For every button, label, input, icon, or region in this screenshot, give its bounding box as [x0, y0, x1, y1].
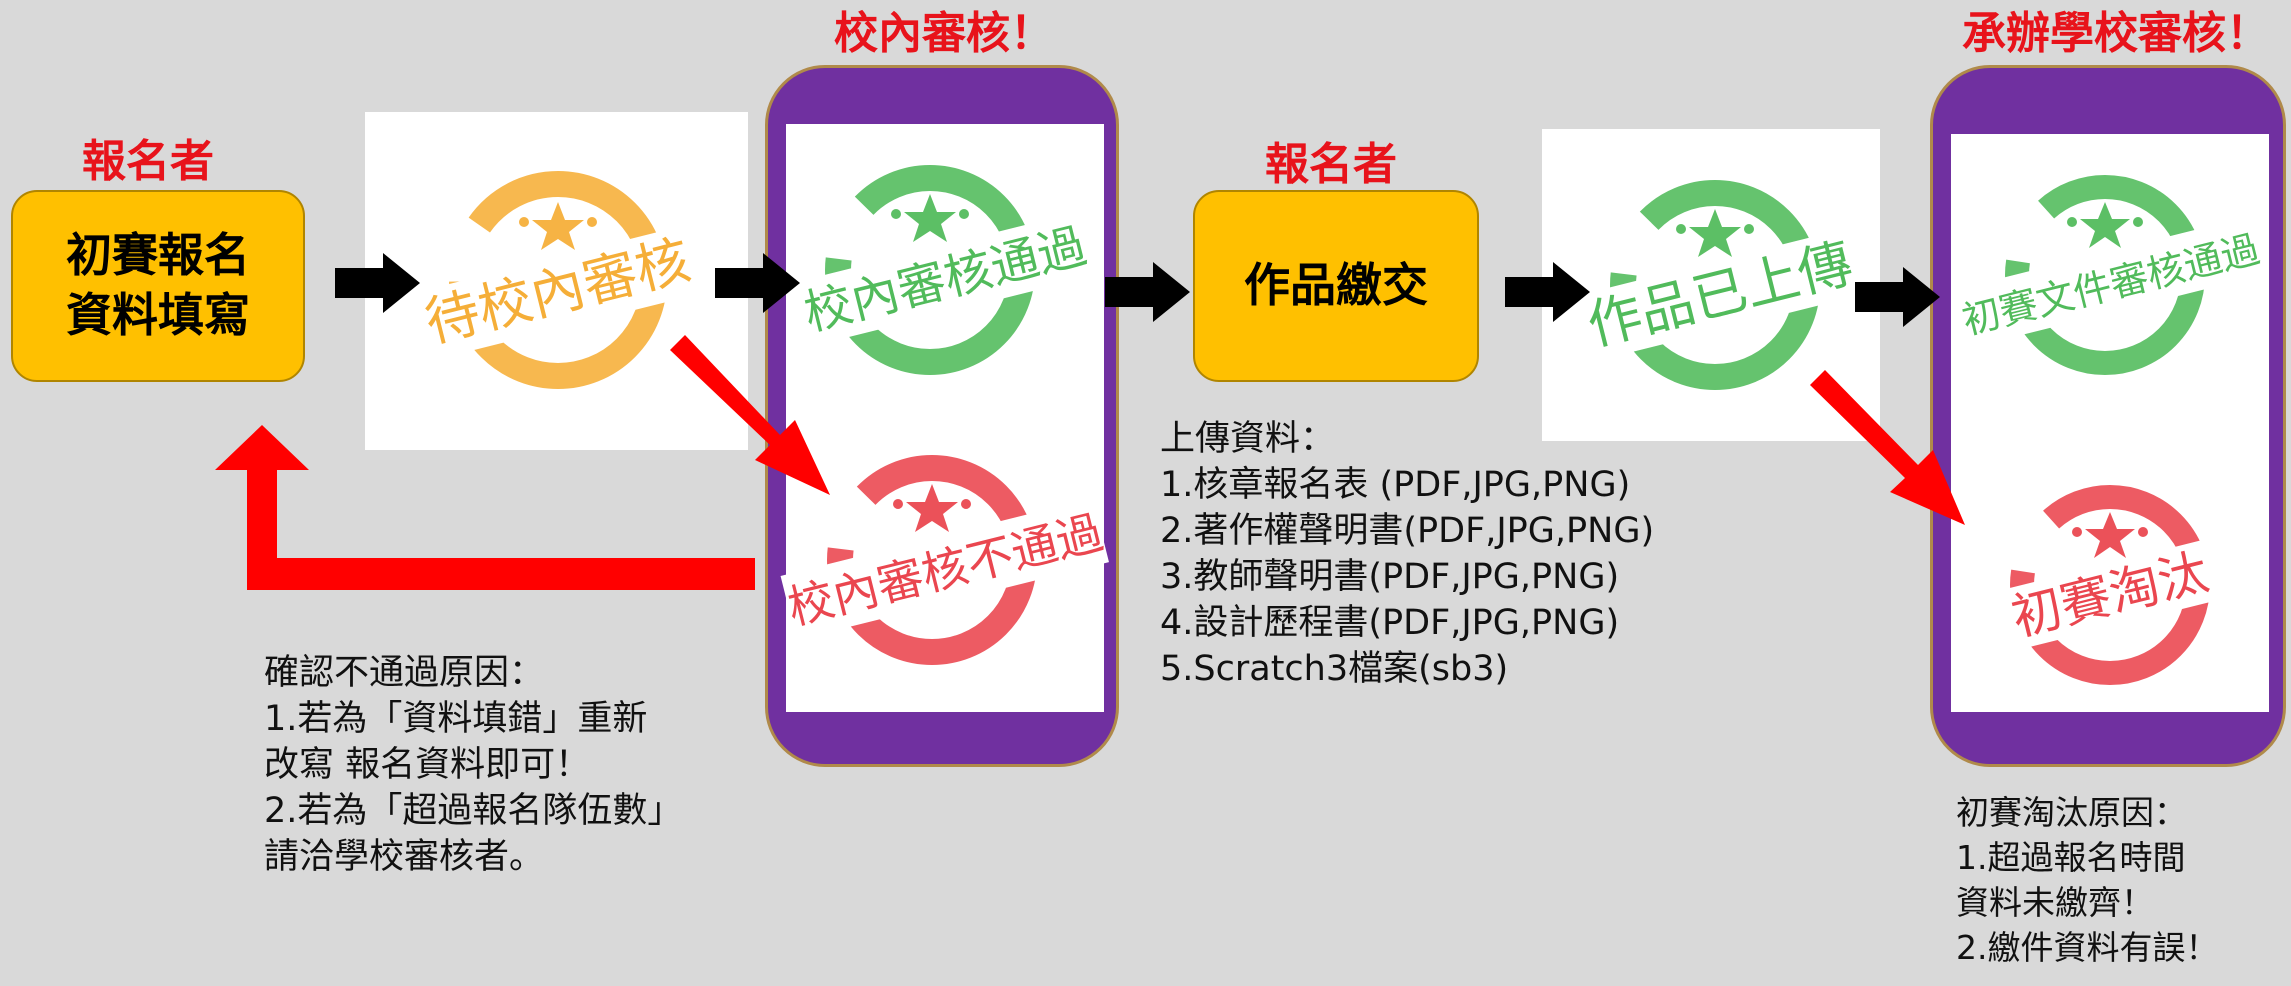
pending-review-stamp: 待校內審核 — [413, 171, 703, 389]
upload-items-line: 2.著作權聲明書(PDF,JPG,PNG) — [1160, 511, 1655, 551]
registrant-label-1: 報名者 — [82, 136, 214, 187]
prelim-registration-line-1: 初賽報名 — [66, 228, 250, 283]
elimination-reasons-line: 2.繳件資料有誤！ — [1956, 928, 2219, 967]
fail-reasons-line: 1.若為「資料填錯」重新 — [264, 699, 648, 739]
work-submission-box: 作品繳交 — [1193, 190, 1479, 382]
red-return-arrow — [215, 425, 755, 590]
arrow-uploaded-to-host-review — [1855, 267, 1940, 327]
arrow-school-review-to-submission — [1105, 262, 1190, 322]
pending-review-stamp-text: 待校內審核 — [419, 228, 696, 354]
fail-reasons-note: 確認不通過原因： 1.若為「資料填錯」重新 改寫 報名資料即可！ 2.若為「超過… — [264, 650, 682, 880]
arrow-register-to-pending — [335, 253, 420, 313]
school-failed-stamp: 校內審核不通過 — [780, 455, 1109, 665]
upload-items-line: 上傳資料： — [1160, 419, 1336, 459]
red-arrow-to-eliminated — [1810, 370, 1965, 525]
school-passed-stamp: 校內審核通過 — [792, 165, 1100, 375]
registrant-label-2: 報名者 — [1265, 139, 1397, 190]
upload-items-line: 3.教師聲明書(PDF,JPG,PNG) — [1160, 557, 1620, 597]
upload-items-line: 4.設計歷程書(PDF,JPG,PNG) — [1160, 603, 1620, 643]
work-submission-label: 作品繳交 — [1244, 258, 1428, 313]
prelim-passed-stamp: 初賽文件審核通過 — [1955, 175, 2265, 375]
arrow-pending-to-school-review — [715, 253, 800, 313]
host-review-label: 承辦學校審核！ — [1962, 8, 2270, 59]
school-review-label: 校內審核！ — [834, 8, 1054, 59]
upload-items-line: 1.核章報名表 (PDF,JPG,PNG) — [1160, 465, 1631, 505]
prelim-registration-line-2: 資料填寫 — [66, 288, 250, 342]
work-uploaded-stamp-text: 作品已上傳 — [1581, 231, 1858, 357]
elimination-reasons-line: 1.超過報名時間 — [1956, 838, 2186, 877]
elimination-reasons-line: 初賽淘汰原因： — [1956, 793, 2187, 832]
elimination-reasons-note: 初賽淘汰原因： 1.超過報名時間 資料未繳齊！ 2.繳件資料有誤！ — [1956, 790, 2219, 970]
prelim-eliminated-stamp: 初賽淘汰 — [1998, 485, 2222, 685]
fail-reasons-line: 請洽學校審核者。 — [264, 837, 545, 877]
upload-items-line: 5.Scratch3檔案(sb3) — [1160, 649, 1509, 689]
fail-reasons-line: 確認不通過原因： — [264, 653, 545, 693]
fail-reasons-line: 改寫 報名資料即可！ — [264, 745, 591, 785]
prelim-registration-box: 初賽報名 資料填寫 — [11, 190, 305, 382]
elimination-reasons-line: 資料未繳齊！ — [1956, 883, 2154, 922]
red-arrow-to-failed — [670, 335, 830, 495]
work-uploaded-stamp: 作品已上傳 — [1580, 180, 1860, 390]
upload-items-note: 上傳資料： 1.核章報名表 (PDF,JPG,PNG) 2.著作權聲明書(PDF… — [1160, 416, 1654, 692]
arrow-submission-to-uploaded — [1505, 262, 1590, 322]
fail-reasons-line: 2.若為「超過報名隊伍數」 — [264, 791, 683, 831]
